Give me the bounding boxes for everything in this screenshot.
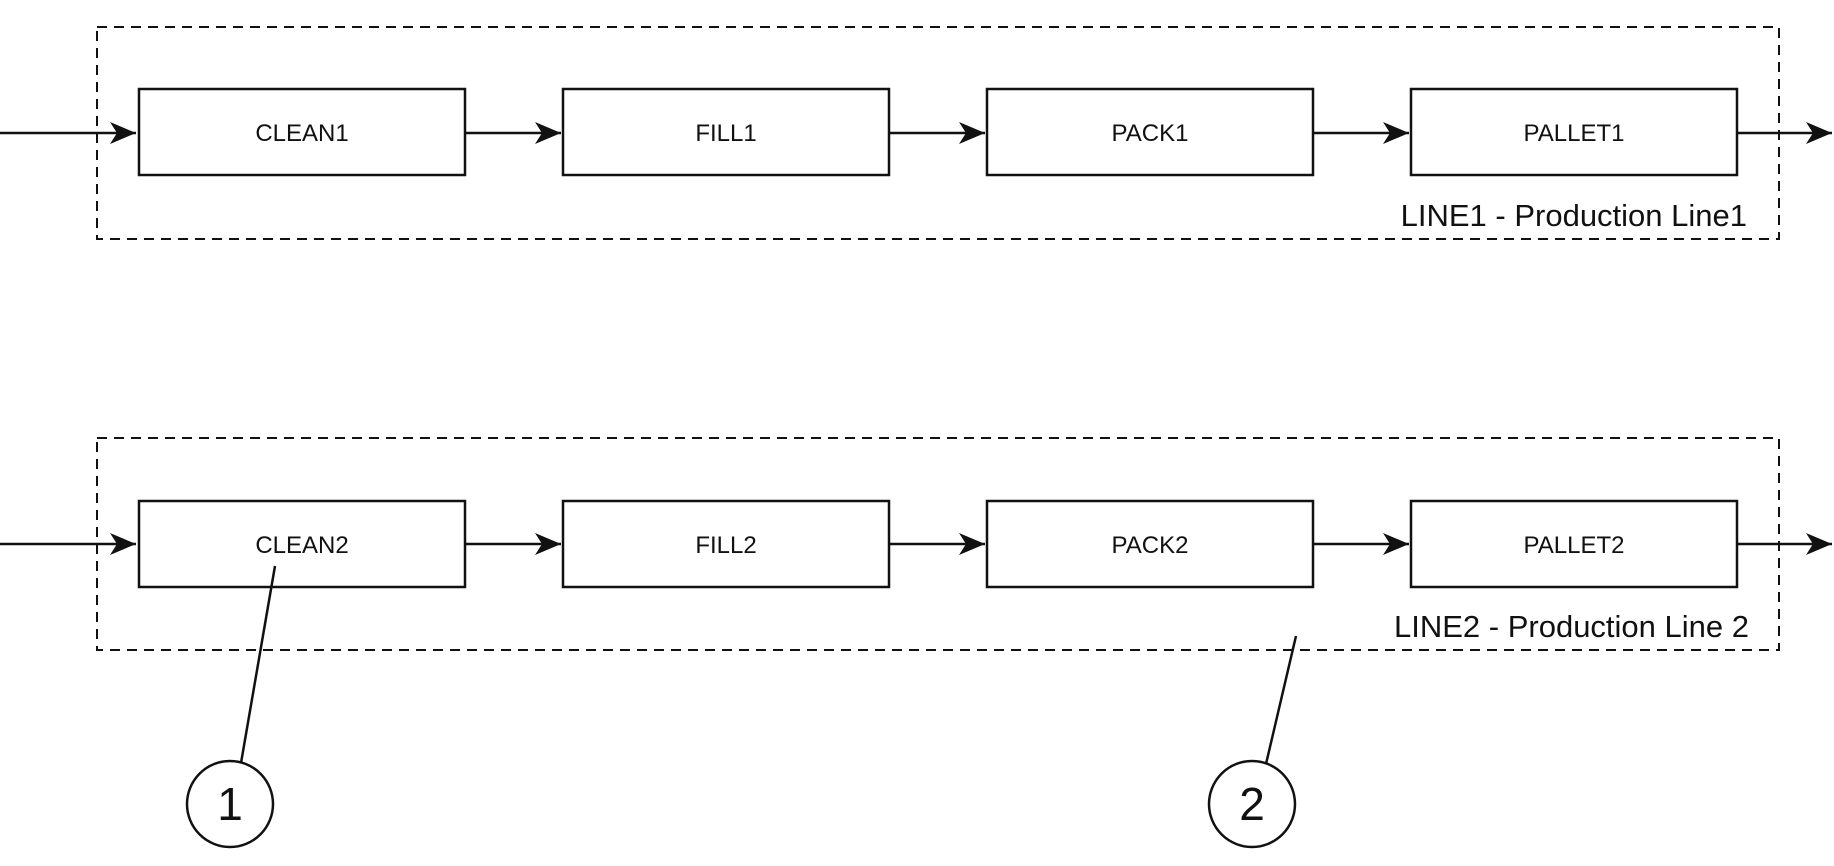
station-pallet-1-label: PALLET1 — [1524, 120, 1625, 147]
station-fill-1-label: FILL1 — [695, 120, 756, 147]
station-pack-1-label: PACK1 — [1112, 120, 1189, 147]
callout-2-leader — [1264, 635, 1298, 765]
callout-2-circle — [1207, 759, 1297, 849]
callout-2: 2 — [1207, 635, 1298, 849]
production-line-2: CLEAN2 FILL2 PACK2 PALLET2 LINE2 - Produ… — [0, 437, 1832, 651]
station-fill-2 — [561, 499, 891, 589]
line-1-title: LINE1 - Production Line1 — [1401, 198, 1747, 233]
callout-2-number: 2 — [1239, 778, 1265, 830]
station-fill-2-label: FILL2 — [695, 532, 756, 559]
production-line-1: CLEAN1 FILL1 PACK1 PALLET1 LINE1 - Produ… — [0, 26, 1832, 240]
callout-1: 1 — [185, 565, 277, 849]
station-fill-1 — [561, 87, 891, 177]
callout-1-circle — [185, 759, 275, 849]
station-clean-2-label: CLEAN2 — [255, 532, 348, 559]
line-2-title: LINE2 - Production Line 2 — [1394, 609, 1749, 644]
station-pack-2 — [985, 499, 1315, 589]
station-clean-1 — [137, 87, 467, 177]
station-pallet-2-label: PALLET2 — [1524, 532, 1625, 559]
callout-1-number: 1 — [217, 778, 243, 830]
station-pack-1 — [985, 87, 1315, 177]
callout-1-leader — [239, 565, 277, 764]
station-pack-2-label: PACK2 — [1112, 532, 1189, 559]
station-clean-1-label: CLEAN1 — [255, 120, 348, 147]
